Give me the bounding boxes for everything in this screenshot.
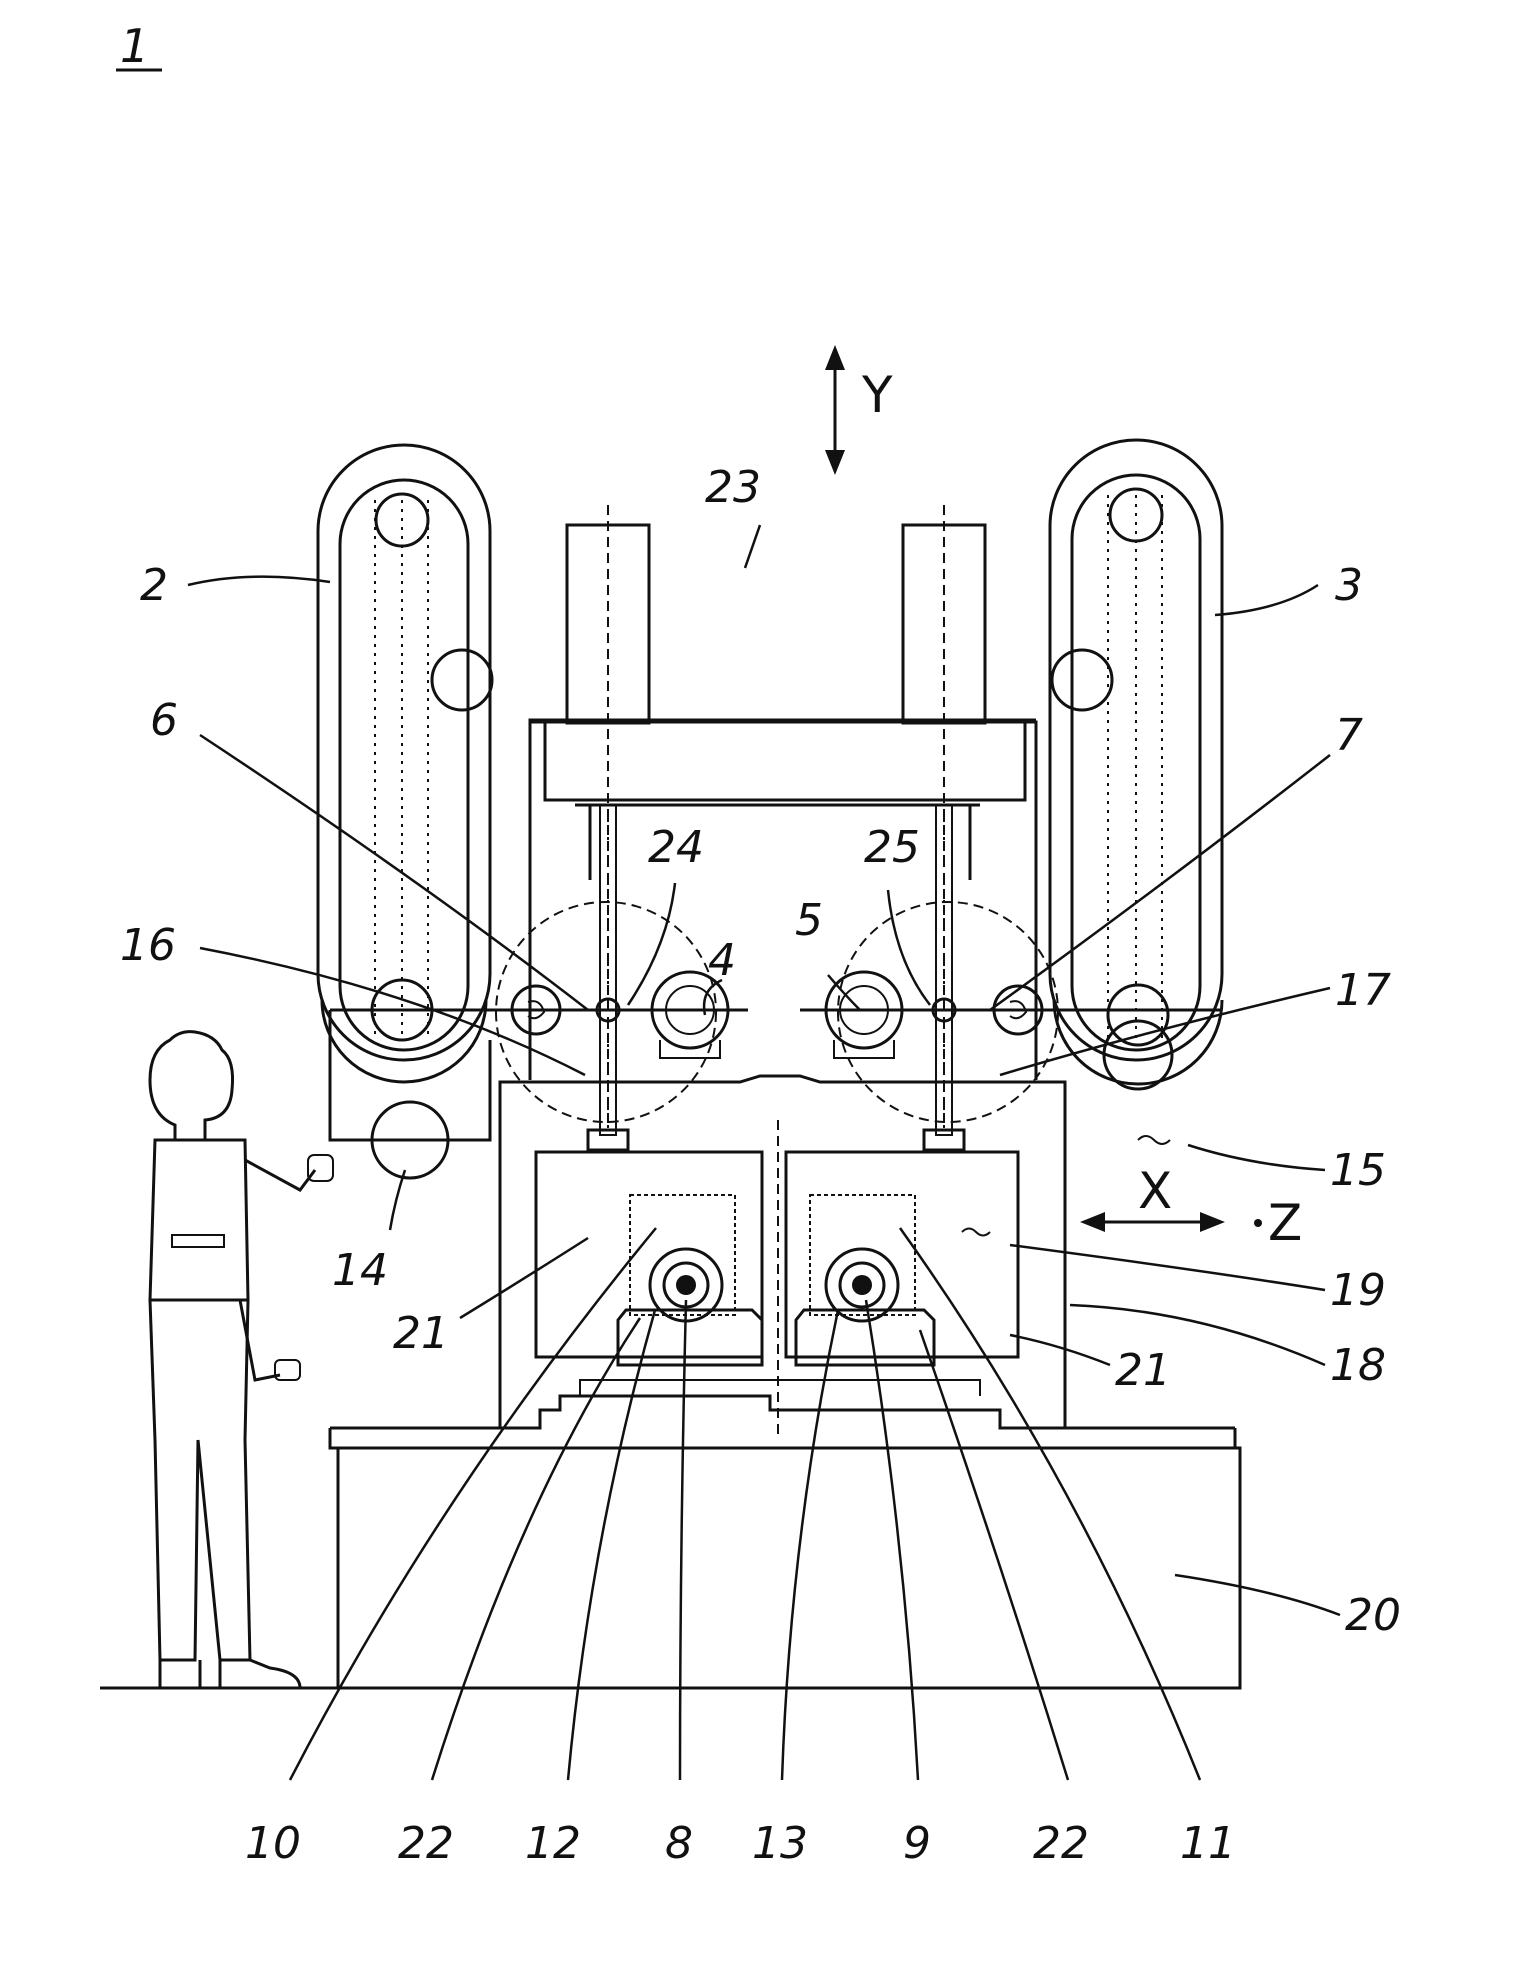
callout-11: 11 — [1180, 1818, 1236, 1869]
callout-2: 2 — [140, 560, 168, 611]
callout-20: 20 — [1345, 1590, 1401, 1641]
callout-5: 5 — [795, 895, 823, 946]
x-axis-label: X — [1138, 1162, 1172, 1220]
tool-magazine-left — [318, 445, 492, 1178]
z-axis-dot — [1254, 1219, 1262, 1227]
callout-3: 3 — [1335, 560, 1363, 611]
callout-22-right: 22 — [1033, 1818, 1089, 1869]
callout-23: 23 — [705, 462, 761, 513]
callout-7: 7 — [1335, 710, 1363, 761]
callout-4: 4 — [708, 935, 736, 986]
callout-19: 19 — [1330, 1265, 1386, 1316]
y-direction-arrow — [825, 345, 845, 475]
callout-15: 15 — [1330, 1145, 1386, 1196]
tool-magazine-right — [1050, 440, 1222, 1089]
callout-17: 17 — [1335, 965, 1391, 1016]
tilde-15 — [1138, 1136, 1170, 1144]
figure-label: 1 — [120, 19, 149, 73]
callout-16: 16 — [120, 920, 176, 971]
operator-figure — [150, 1032, 333, 1688]
callout-12: 12 — [525, 1818, 581, 1869]
callout-6: 6 — [150, 695, 178, 746]
callout-24: 24 — [648, 822, 704, 873]
tool-heads — [512, 972, 1042, 1058]
callout-8: 8 — [665, 1818, 693, 1869]
carrier-right — [786, 1152, 1018, 1365]
y-axis-label: Y — [861, 366, 893, 424]
callout-25: 25 — [864, 822, 920, 873]
leader-lines — [188, 525, 1340, 1780]
callout-9: 9 — [903, 1818, 931, 1869]
callout-21-left: 21 — [393, 1308, 449, 1359]
callout-18: 18 — [1330, 1340, 1386, 1391]
callout-21-right: 21 — [1115, 1345, 1171, 1396]
callout-14: 14 — [332, 1245, 388, 1296]
callout-22-left: 22 — [398, 1818, 454, 1869]
machine-base — [330, 1380, 1240, 1688]
callout-13: 13 — [752, 1818, 808, 1869]
upper-head — [530, 525, 1036, 880]
z-axis-label: Z — [1268, 1194, 1302, 1252]
tilde-19 — [962, 1229, 990, 1236]
callout-10: 10 — [245, 1818, 301, 1869]
